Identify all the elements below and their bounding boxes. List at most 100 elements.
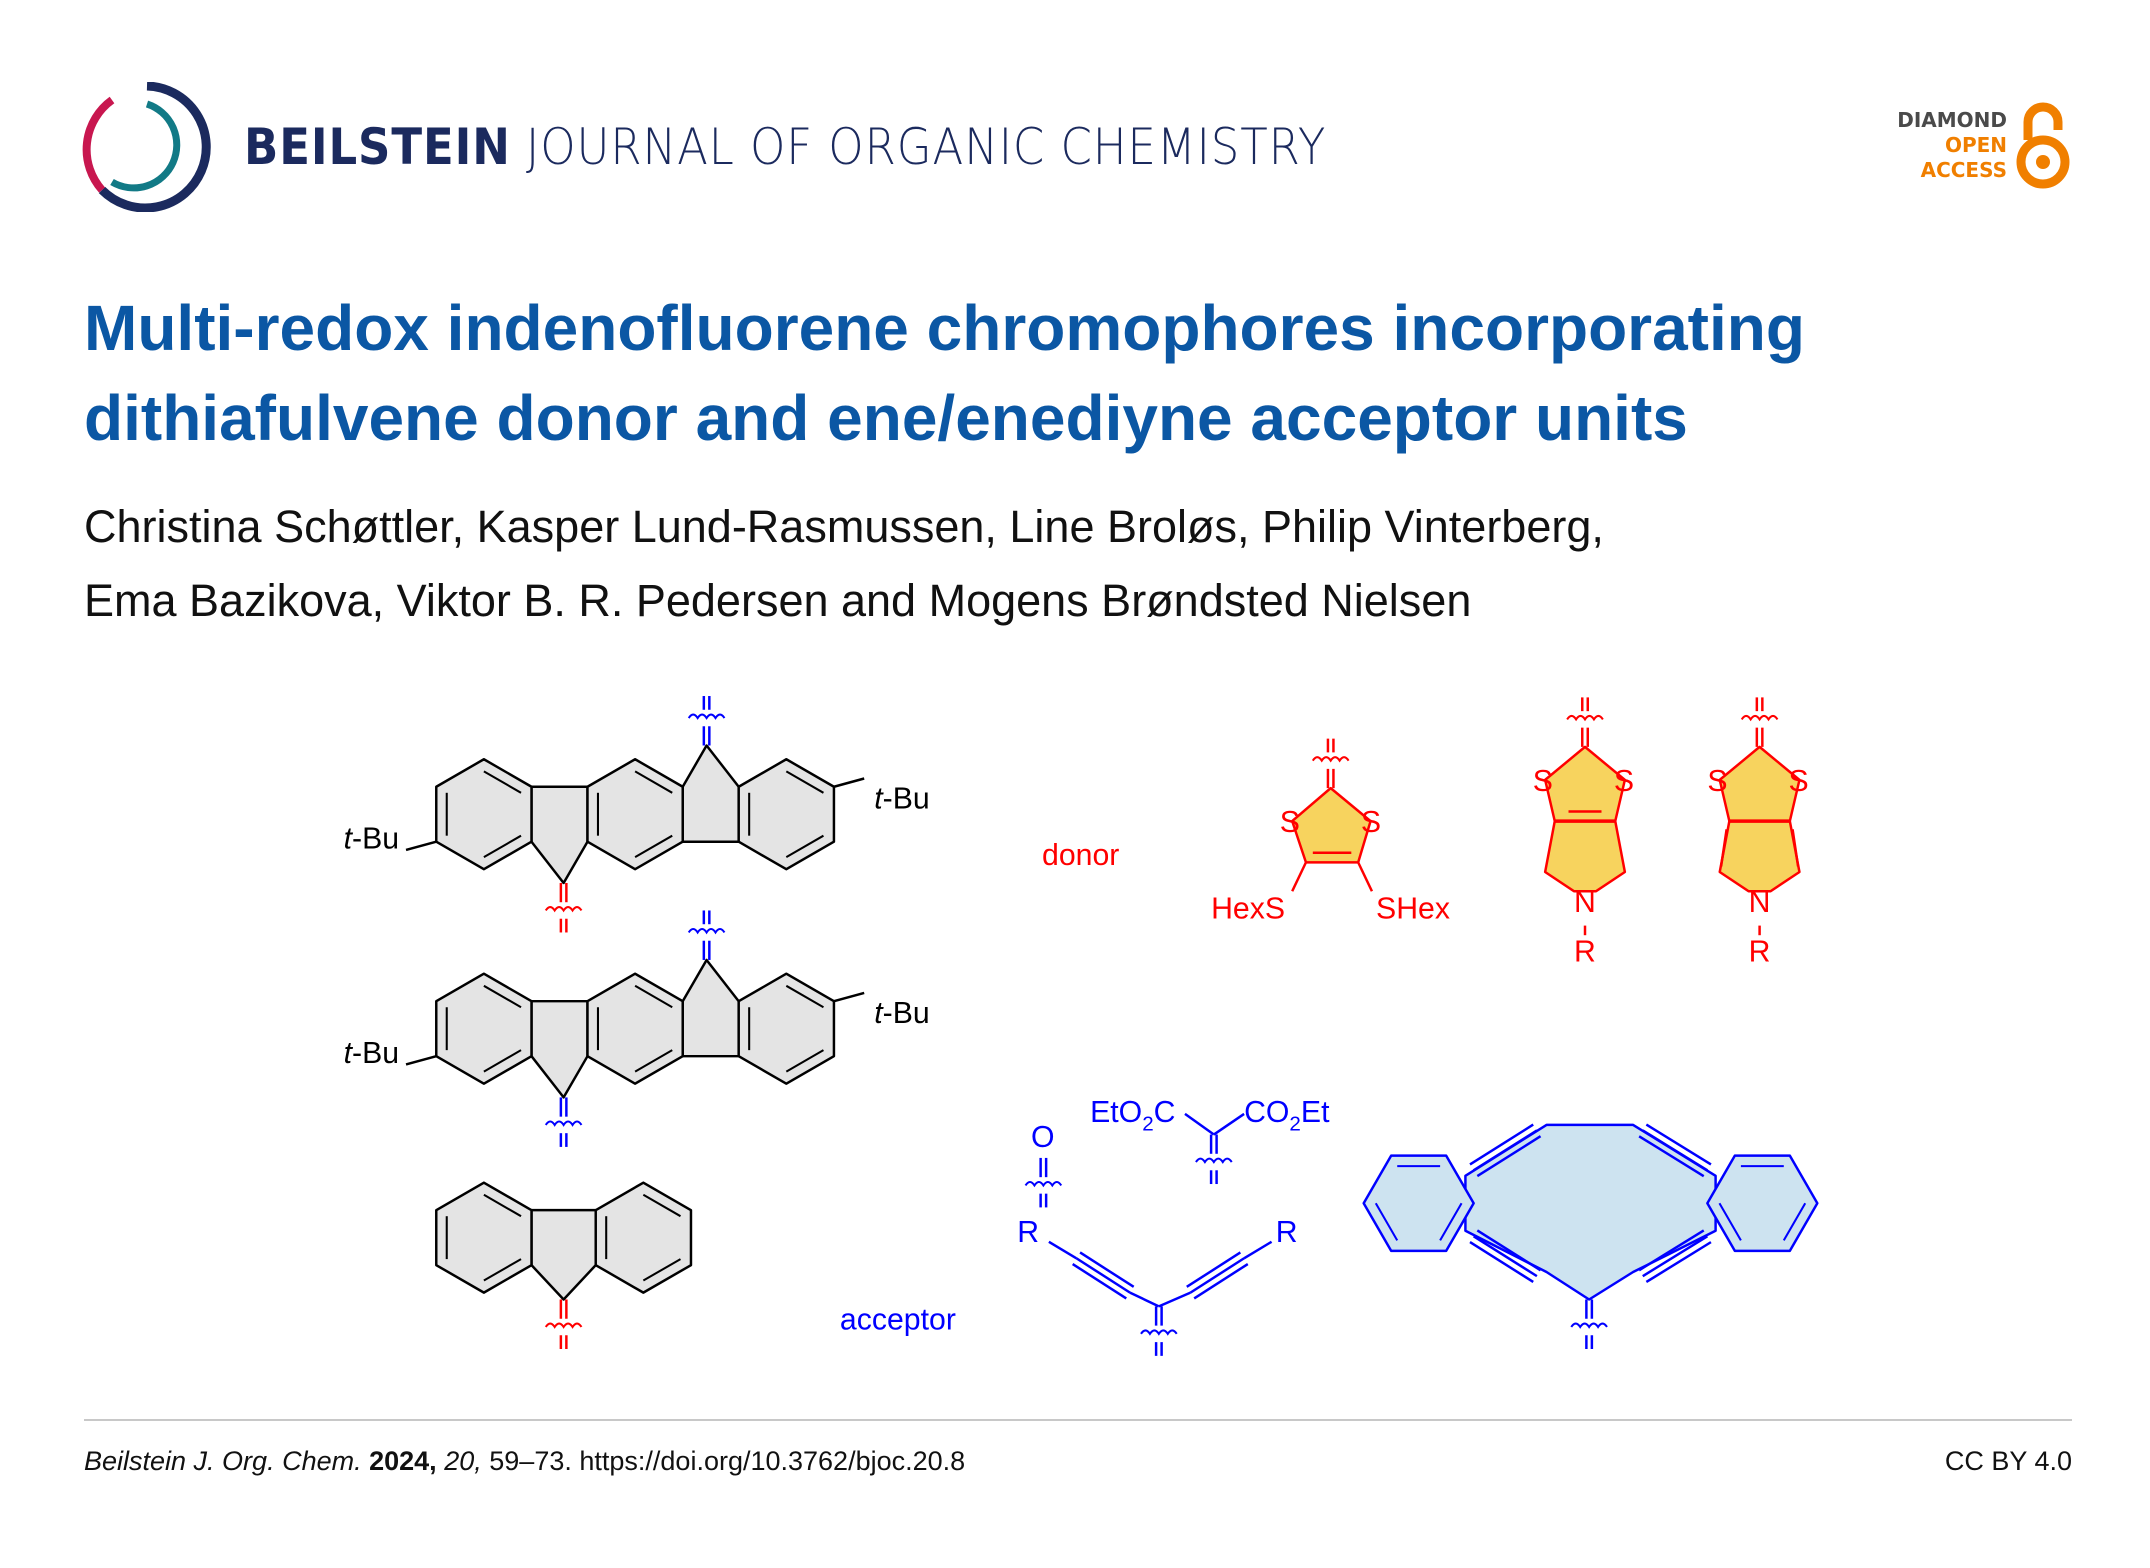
double-bond-line	[1374, 1202, 1399, 1241]
citation: Beilstein J. Org. Chem. 2024, 20, 59–73.…	[84, 1446, 965, 1477]
wavy-bond-icon	[1195, 1157, 1233, 1164]
bond	[1158, 1291, 1191, 1308]
oxygen-label: O	[1031, 1121, 1055, 1154]
benzene-ring	[594, 1181, 693, 1294]
bond	[1243, 1240, 1273, 1260]
wavy-bond-icon	[544, 1322, 583, 1329]
alkyne-bond	[1476, 1135, 1542, 1178]
wavy-bond-icon	[687, 713, 726, 720]
beilstein-logo	[82, 82, 211, 212]
tbu-label: t-Bu	[874, 997, 929, 1030]
thio-bond	[1357, 861, 1374, 892]
sulfur-label: S	[1614, 765, 1634, 798]
alkyne-bond	[1071, 1263, 1127, 1300]
alkyne-bond	[1189, 1257, 1245, 1294]
tbu-bond	[405, 1054, 437, 1066]
benzene-ring	[1706, 1154, 1819, 1253]
journal-name-rest: JOURNAL OF ORGANIC CHEMISTRY	[526, 118, 1327, 176]
wavy-bond-icon	[687, 928, 726, 935]
dithiole-ring	[1290, 786, 1372, 864]
benzene-ring	[586, 758, 684, 871]
ester-bond	[1184, 1112, 1215, 1136]
sulfur-label: S	[1788, 765, 1808, 798]
sulfur-label: S	[1707, 765, 1727, 798]
five-membered-ring	[681, 958, 740, 1058]
double-bond-line	[642, 1193, 682, 1218]
double-bond-line	[483, 1193, 522, 1218]
r-label: R	[1749, 935, 1771, 968]
alkyne-bond	[1638, 1229, 1705, 1272]
benzene-ring	[435, 972, 533, 1085]
benzene-ring	[586, 972, 684, 1085]
five-membered-ring	[530, 999, 589, 1099]
ester-bond	[1213, 1112, 1245, 1136]
tbu-bond	[833, 777, 865, 788]
wavy-bond-icon	[1140, 1329, 1178, 1336]
double-bond-line	[634, 984, 673, 1009]
macrocycle-ring	[1464, 1123, 1717, 1301]
eto2c-label: EtO2C	[1090, 1096, 1175, 1135]
tbu-label: t-Bu	[344, 823, 399, 856]
footer-divider	[84, 1419, 2072, 1421]
donor-label: donor	[1042, 839, 1119, 872]
wavy-bond-icon	[1570, 1322, 1608, 1329]
double-bond-line	[1782, 1202, 1807, 1241]
title-line-1: Multi-redox indenofluorene chromophores …	[84, 292, 1805, 364]
benzene-ring	[737, 972, 836, 1085]
double-bond-line	[785, 770, 824, 794]
doi-link[interactable]: https://doi.org/10.3762/bjoc.20.8	[579, 1446, 966, 1476]
wavy-bond-icon	[1740, 714, 1779, 722]
double-bond-line	[483, 1049, 522, 1073]
benzene-ring	[435, 1181, 533, 1294]
tbu-bond	[833, 991, 865, 1003]
benzene-ring	[737, 758, 836, 871]
double-bond-line	[483, 834, 522, 859]
wavy-bond-icon	[1024, 1180, 1063, 1188]
benzene-ring	[1362, 1154, 1475, 1253]
r-label: R	[1017, 1216, 1039, 1249]
citation-volume: 20,	[444, 1446, 482, 1476]
alkyne-bond	[1472, 1235, 1538, 1278]
sulfur-label: S	[1361, 806, 1381, 839]
tbu-bond	[405, 840, 437, 852]
alkyne-bond	[1469, 1241, 1534, 1283]
diamond-open-access-badge: DIAMOND OPEN ACCESS	[1897, 108, 2007, 183]
wavy-bond-icon	[544, 1120, 583, 1127]
alkyne-bond	[1638, 1135, 1705, 1178]
wavy-bond-icon	[1566, 714, 1604, 722]
alkyne-bond	[1642, 1235, 1709, 1278]
alkyne-bond	[1645, 1123, 1712, 1166]
authors-line-1: Christina Schøttler, Kasper Lund-Rasmuss…	[84, 501, 1604, 552]
five-membered-ring	[681, 744, 740, 843]
co2et-label: CO2Et	[1244, 1096, 1330, 1135]
double-bond-line	[1791, 829, 1800, 867]
double-bond-line	[634, 834, 673, 859]
citation-year: 2024,	[369, 1446, 437, 1476]
alkyne-bond	[1472, 1129, 1538, 1172]
five-membered-ring	[530, 785, 589, 885]
alkyne-bond	[1645, 1241, 1712, 1284]
double-bond-line	[634, 1049, 673, 1073]
alkyne-bond	[1193, 1263, 1249, 1300]
double-bond-line	[483, 1258, 522, 1282]
alkyne-bond	[1469, 1123, 1534, 1166]
license: CC BY 4.0	[1944, 1446, 2072, 1476]
thio-bond	[1291, 861, 1308, 892]
pyrroline-ring	[1718, 819, 1801, 893]
nitrogen-label: N	[1574, 886, 1596, 919]
badge-diamond: DIAMOND	[1897, 108, 2007, 132]
author-list: Christina Schøttler, Kasper Lund-Rasmuss…	[84, 490, 2084, 638]
bond	[1048, 1240, 1078, 1260]
badge-open: OPEN	[1944, 133, 2007, 157]
double-bond-line	[483, 984, 522, 1009]
double-bond-line	[1718, 1202, 1742, 1241]
double-bond-line	[1439, 1202, 1463, 1241]
title-line-2: dithiafulvene donor and ene/enediyne acc…	[84, 382, 1688, 454]
double-bond-line	[1719, 829, 1728, 867]
citation-pages: 59–73.	[489, 1446, 572, 1476]
bond	[1129, 1291, 1160, 1308]
badge-access: ACCESS	[1920, 158, 2007, 182]
double-bond-line	[634, 770, 673, 794]
tbu-label: t-Bu	[874, 783, 929, 816]
